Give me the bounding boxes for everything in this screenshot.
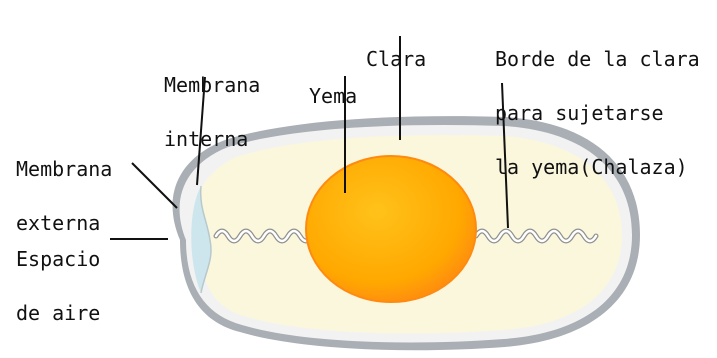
label-chalaza: Borde de la clara para sujetarse la yema…	[495, 14, 700, 212]
label-yema: Yema	[309, 51, 357, 141]
label-membrana-interna: Membrana interna	[164, 40, 260, 184]
yolk	[306, 156, 476, 302]
label-espacio-aire: Espacio de aire	[16, 214, 100, 358]
label-clara: Clara	[366, 14, 426, 104]
